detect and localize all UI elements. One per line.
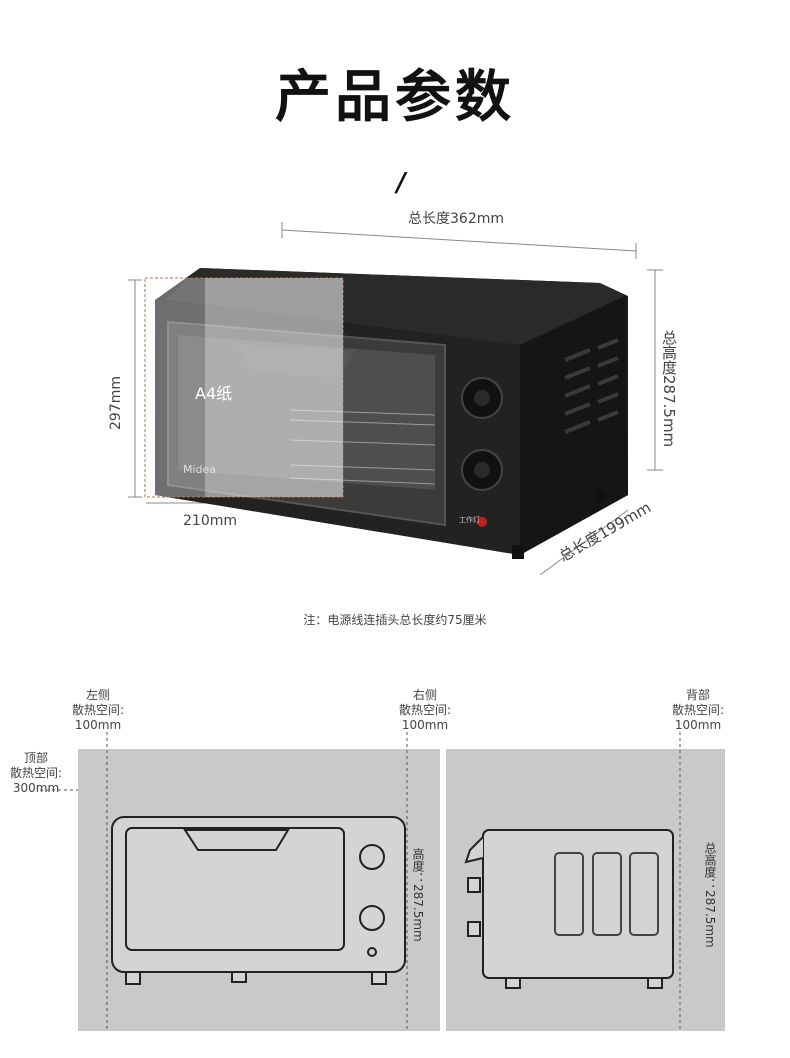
back-clearance-label: 背部 散热空间: 100mm xyxy=(671,688,725,732)
indicator-label: 工作灯 xyxy=(459,516,480,524)
total-length-label: 总长度362mm xyxy=(408,211,504,227)
power-cord-note: 注：电源线连插头总长度约75厘米 xyxy=(303,613,487,627)
a4-width-label: 210mm xyxy=(183,513,237,529)
right-clearance-label: 右侧 散热空间: 100mm xyxy=(398,688,452,732)
total-height-label: 总高度287.5mm xyxy=(660,330,678,448)
front-height-label: 高度：287.5mm xyxy=(411,848,425,942)
brand-logo: Midea xyxy=(183,463,217,476)
side-height-label: 总高度：287.5mm xyxy=(703,842,717,948)
a4-paper-label: A4纸 xyxy=(195,384,233,403)
clearance-diagram xyxy=(40,732,681,1030)
left-clearance-label: 左侧 散热空间: 100mm xyxy=(71,688,125,732)
page-title: 产品参数 xyxy=(275,65,515,130)
oven-product-illustration xyxy=(128,222,663,576)
a4-height-label: 297mm xyxy=(108,376,124,430)
top-clearance-label: 顶部 散热空间: 300mm xyxy=(9,751,63,795)
